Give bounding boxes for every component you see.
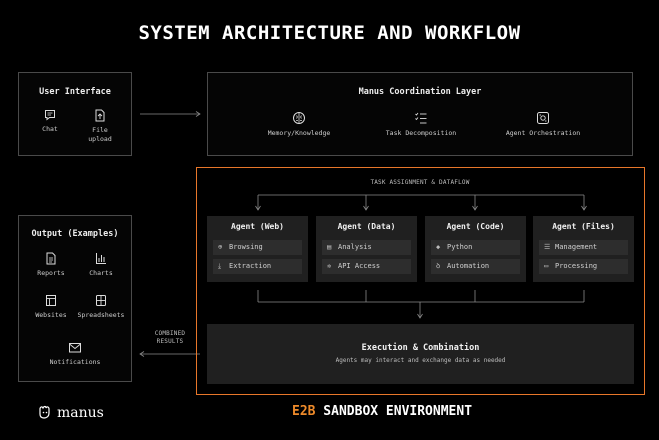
user-interface-box: User Interface Chat File upload — [18, 72, 132, 156]
websites-label: Websites — [35, 311, 67, 319]
agent-code-title: Agent (Code) — [446, 222, 505, 231]
spreadsheet-icon — [96, 295, 106, 306]
bar-chart-icon — [96, 253, 106, 264]
agent-data-task-api-access: ✲ API Access — [322, 259, 411, 274]
agent-web-card: Agent (Web) ⊕ Browsing ⤓ Extraction — [207, 216, 308, 282]
extract-icon: ⤓ — [218, 262, 222, 270]
task-label: Extraction — [229, 262, 272, 270]
agent-files-task-processing: ▭ Processing — [539, 259, 628, 274]
task-decomposition-item: Task Decomposition — [376, 111, 466, 138]
document-icon: ▤ — [327, 243, 332, 251]
output-item-notifications: Notifications — [43, 342, 107, 367]
list-icon: ☰ — [544, 243, 551, 251]
manus-logo-text: manus — [57, 405, 104, 421]
page-title: SYSTEM ARCHITECTURE AND WORKFLOW — [138, 22, 521, 44]
agent-files-card: Agent (Files) ☰ Management ▭ Processing — [533, 216, 634, 282]
sandbox-environment-text: SANDBOX ENVIRONMENT — [315, 404, 473, 419]
output-examples-box: Output (Examples) Reports Charts Website… — [18, 215, 132, 382]
task-assignment-label: TASK ASSIGNMENT & DATAFLOW — [370, 179, 470, 186]
checklist-icon — [415, 112, 427, 124]
task-label: Analysis — [338, 243, 372, 251]
task-label: Browsing — [229, 243, 263, 251]
output-item-charts: Charts — [76, 252, 126, 278]
coordination-layer-box: Manus Coordination Layer Memory/Knowledg… — [207, 72, 633, 156]
agent-code-card: Agent (Code) ◆ Python ꝺ Automation — [425, 216, 526, 282]
sandbox-environment-frame — [196, 167, 645, 395]
task-label: API Access — [338, 262, 381, 270]
spreadsheets-label: Spreadsheets — [77, 311, 125, 319]
agent-files-task-management: ☰ Management — [539, 240, 628, 255]
memory-knowledge-item: Memory/Knowledge — [254, 111, 344, 138]
gear-icon: ✲ — [327, 262, 332, 270]
task-label: Processing — [555, 262, 598, 270]
diamond-icon: ◆ — [436, 243, 441, 251]
agent-data-card: Agent (Data) ▤ Analysis ✲ API Access — [316, 216, 417, 282]
manus-logo-icon — [39, 405, 50, 419]
file-upload-icon — [95, 109, 105, 122]
results-label: RESULTS — [156, 338, 184, 346]
task-label: Management — [555, 243, 598, 251]
execution-title: Execution & Combination — [361, 343, 480, 353]
output-item-reports: Reports — [26, 252, 76, 278]
task-decomposition-label: Task Decomposition — [385, 129, 457, 137]
workflow-icon: ꝺ — [436, 262, 441, 270]
task-label: Automation — [447, 262, 490, 270]
notifications-label: Notifications — [49, 358, 101, 366]
agent-orchestration-item: Agent Orchestration — [498, 111, 588, 138]
output-title: Output (Examples) — [31, 229, 119, 239]
combined-label: COMBINED — [154, 330, 186, 337]
agent-data-task-analysis: ▤ Analysis — [322, 240, 411, 255]
folder-icon: ▭ — [544, 262, 549, 270]
mail-icon — [69, 343, 81, 353]
user-interface-title: User Interface — [39, 87, 111, 97]
globe-icon: ⊕ — [218, 243, 223, 251]
chat-icon — [45, 110, 55, 121]
sandbox-environment-title: E2B SANDBOX ENVIRONMENT — [292, 404, 472, 419]
task-label: Python — [447, 243, 473, 251]
agent-web-task-browsing: ⊕ Browsing — [213, 240, 302, 255]
manus-logo: manus — [37, 404, 104, 421]
brain-icon — [293, 112, 305, 124]
agent-files-title: Agent (Files) — [552, 222, 615, 231]
orchestration-icon — [537, 112, 549, 124]
agent-web-task-extraction: ⤓ Extraction — [213, 259, 302, 274]
reports-label: Reports — [37, 269, 65, 277]
chat-item: Chat — [25, 109, 75, 134]
file-upload-item: File upload — [75, 109, 125, 144]
agent-data-title: Agent (Data) — [337, 222, 396, 231]
website-icon — [46, 295, 56, 306]
report-icon — [46, 252, 56, 265]
e2b-accent: E2B — [292, 404, 316, 419]
output-item-spreadsheets: Spreadsheets — [73, 294, 129, 320]
combined-results-label: COMBINED RESULTS — [146, 330, 194, 346]
execution-subtitle: Agents may interact and exchange data as… — [335, 357, 506, 364]
file-upload-label: File upload — [88, 126, 112, 143]
agent-code-task-automation: ꝺ Automation — [431, 259, 520, 274]
chat-label: Chat — [42, 125, 58, 133]
agent-code-task-python: ◆ Python — [431, 240, 520, 255]
agent-orchestration-label: Agent Orchestration — [505, 129, 581, 137]
execution-combination-box: Execution & Combination Agents may inter… — [207, 324, 634, 384]
charts-label: Charts — [89, 269, 113, 277]
output-item-websites: Websites — [26, 294, 76, 320]
memory-knowledge-label: Memory/Knowledge — [267, 129, 331, 137]
agent-web-title: Agent (Web) — [231, 222, 284, 231]
coordination-layer-title: Manus Coordination Layer — [358, 87, 482, 97]
